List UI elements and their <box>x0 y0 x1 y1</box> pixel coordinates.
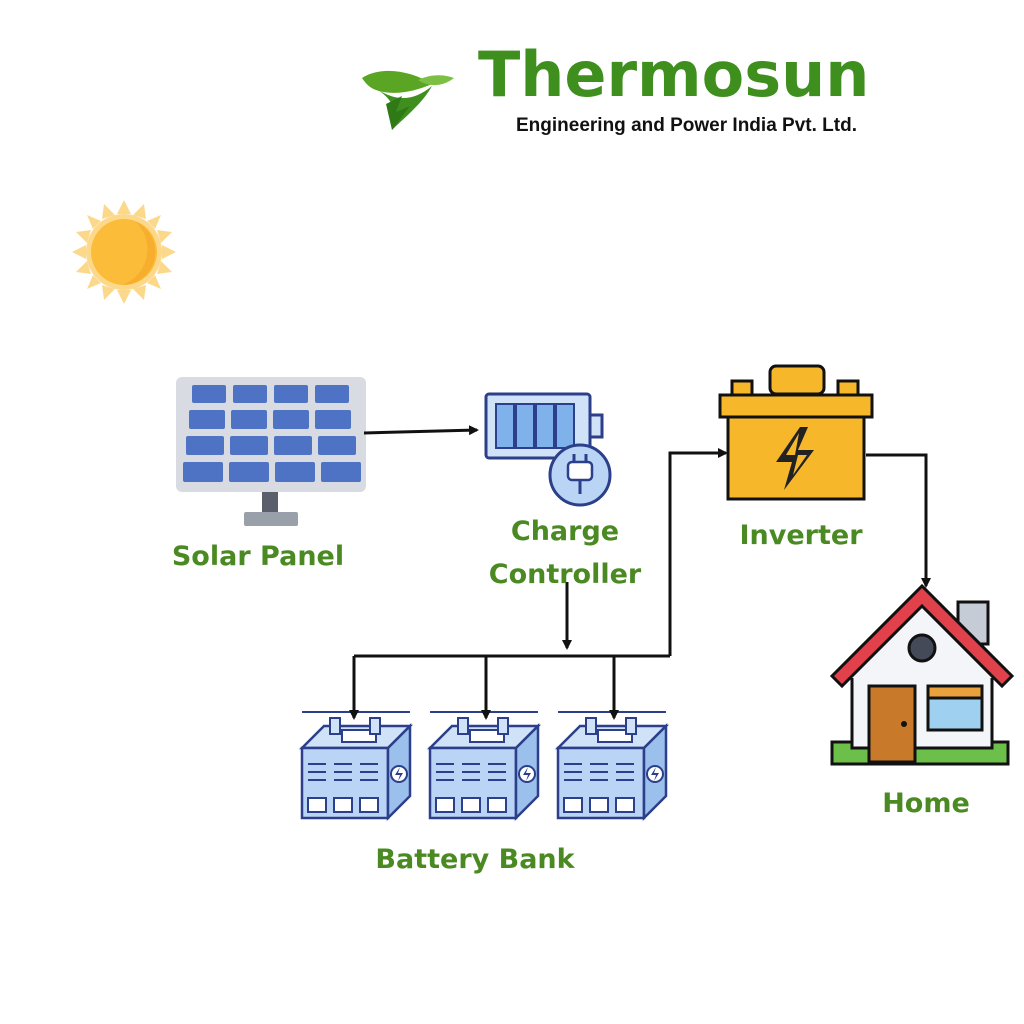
brand-tagline: Engineering and Power India Pvt. Ltd. <box>516 115 857 136</box>
arrow-inverter-to-home <box>866 453 931 588</box>
battery-icon <box>298 711 414 822</box>
leaf-logo-icon <box>362 70 454 130</box>
label-battery-bank: Battery Bank <box>375 844 575 875</box>
label-charge-controller-line1: Charge <box>510 516 620 547</box>
sun-icon <box>72 200 176 304</box>
arrow-bus-to-inverter <box>668 448 728 656</box>
plug-icon <box>548 443 612 507</box>
label-charge-controller-line2: Controller <box>488 559 642 590</box>
house-icon <box>829 583 1015 766</box>
solar-panel-icon <box>176 377 366 526</box>
lightning-icon <box>776 427 814 490</box>
battery-icon <box>426 711 542 822</box>
label-solar-panel: Solar Panel <box>171 541 345 572</box>
inverter-icon <box>718 364 874 501</box>
brand-name: Thermosun <box>478 38 870 111</box>
charge-controller-icon <box>484 392 612 507</box>
label-inverter: Inverter <box>739 520 863 551</box>
battery-icon <box>554 711 670 822</box>
arrow-panel-to-controller <box>363 425 479 436</box>
label-home: Home <box>882 788 970 819</box>
